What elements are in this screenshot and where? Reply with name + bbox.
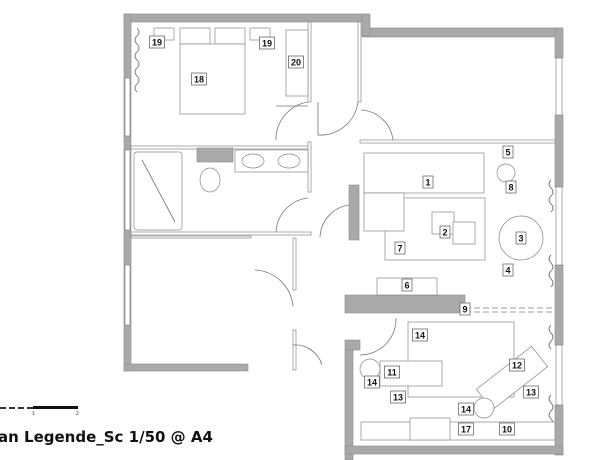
plan-title: an Legende_Sc 1/50 @ A4 bbox=[0, 428, 213, 446]
label-box bbox=[523, 385, 539, 399]
furniture-label: 1 bbox=[422, 175, 434, 189]
furniture-label: 17 bbox=[458, 422, 474, 436]
furniture-label: 12 bbox=[509, 358, 525, 372]
label-number: 18 bbox=[194, 75, 204, 85]
label-box bbox=[390, 390, 406, 404]
label-number: 1 bbox=[425, 178, 430, 188]
label-number: 12 bbox=[512, 361, 522, 371]
furniture-label: 5 bbox=[502, 145, 514, 159]
label-box bbox=[458, 402, 474, 416]
label-box bbox=[422, 175, 434, 189]
furniture-label: 2 bbox=[439, 225, 451, 239]
label-number: 9 bbox=[462, 305, 467, 315]
furniture-label: 6 bbox=[401, 278, 413, 292]
furniture-label: 18 bbox=[191, 72, 207, 86]
label-number: 2 bbox=[442, 228, 447, 238]
label-box bbox=[259, 36, 275, 50]
label-box bbox=[502, 145, 514, 159]
label-number: 20 bbox=[291, 58, 301, 68]
furniture-label: 3 bbox=[515, 231, 527, 245]
furniture-label: 11 bbox=[384, 365, 400, 379]
label-number: 8 bbox=[508, 183, 513, 193]
label-box bbox=[509, 358, 525, 372]
interior-walls bbox=[130, 21, 556, 371]
furniture-label: 8 bbox=[505, 180, 517, 194]
label-number: 5 bbox=[505, 148, 510, 158]
windows bbox=[124, 57, 563, 406]
label-box bbox=[288, 55, 304, 69]
furniture-label: 9 bbox=[459, 302, 471, 316]
doors bbox=[254, 101, 397, 366]
living-furniture bbox=[359, 152, 556, 441]
label-box bbox=[502, 263, 514, 277]
label-number: 14 bbox=[367, 378, 377, 388]
label-number: 7 bbox=[397, 244, 402, 254]
curtains bbox=[134, 27, 554, 428]
label-box bbox=[412, 328, 428, 342]
furniture-label: 4 bbox=[502, 263, 514, 277]
label-number: 14 bbox=[461, 405, 471, 415]
label-number: 19 bbox=[152, 38, 162, 48]
label-number: 11 bbox=[387, 368, 397, 378]
label-box bbox=[439, 225, 451, 239]
label-box bbox=[401, 278, 413, 292]
scale-tick-2: 2 bbox=[76, 411, 79, 417]
label-number: 19 bbox=[262, 39, 272, 49]
scale-bar bbox=[0, 406, 78, 410]
label-box bbox=[394, 241, 406, 255]
furniture-label: 7 bbox=[394, 241, 406, 255]
furniture-label: 13 bbox=[523, 385, 539, 399]
bedroom-furniture bbox=[153, 27, 309, 115]
label-box bbox=[191, 72, 207, 86]
label-box bbox=[458, 422, 474, 436]
scale-tick-1: 1 bbox=[32, 411, 35, 417]
bathroom-fixtures bbox=[133, 147, 309, 231]
furniture-label: 14 bbox=[364, 375, 380, 389]
label-box bbox=[515, 231, 527, 245]
furniture-label: 19 bbox=[149, 35, 165, 49]
label-number: 17 bbox=[461, 425, 471, 435]
furniture-label: 14 bbox=[412, 328, 428, 342]
label-number: 3 bbox=[518, 234, 523, 244]
label-box bbox=[499, 422, 515, 436]
label-number: 6 bbox=[404, 281, 409, 291]
label-number: 13 bbox=[526, 388, 536, 398]
label-number: 14 bbox=[415, 331, 425, 341]
label-box bbox=[505, 180, 517, 194]
label-number: 13 bbox=[393, 393, 403, 403]
label-box bbox=[149, 35, 165, 49]
label-box bbox=[364, 375, 380, 389]
furniture-label: 13 bbox=[390, 390, 406, 404]
furniture-label: 14 bbox=[458, 402, 474, 416]
furniture-label: 20 bbox=[288, 55, 304, 69]
label-number: 10 bbox=[502, 425, 512, 435]
furniture-label: 19 bbox=[259, 36, 275, 50]
label-box bbox=[384, 365, 400, 379]
label-number: 4 bbox=[505, 266, 510, 276]
label-box bbox=[459, 302, 471, 316]
furniture-label: 10 bbox=[499, 422, 515, 436]
